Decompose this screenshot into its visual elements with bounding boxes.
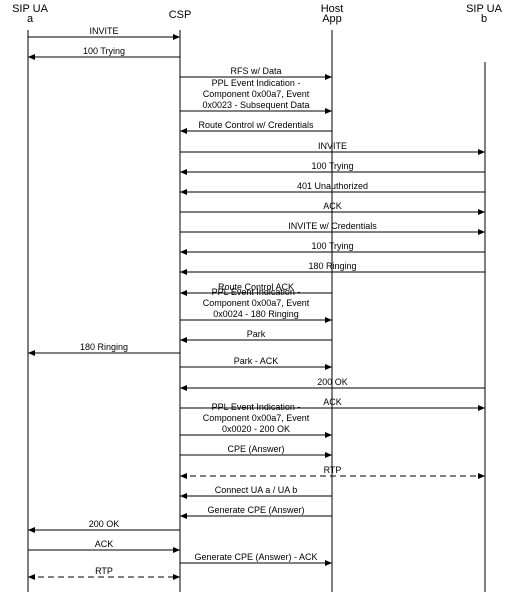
participant-label-csp: CSP <box>169 9 192 21</box>
message-label: 100 Trying <box>83 46 125 56</box>
message-label: Generate CPE (Answer) - ACK <box>194 552 317 562</box>
message: CPE (Answer) <box>180 444 332 458</box>
message: RFS w/ Data <box>180 66 332 80</box>
message-label: INVITE <box>89 26 118 36</box>
message: PPL Event Indication -Component 0x00a7, … <box>180 287 332 323</box>
message-label: 0x0024 - 180 Ringing <box>213 309 299 319</box>
message: ACK <box>28 539 180 553</box>
message: Connect UA a / UA b <box>180 485 332 499</box>
message: 180 Ringing <box>28 342 180 356</box>
message: INVITE <box>180 141 485 155</box>
participant-label-b: b <box>481 13 487 25</box>
message-label: Connect UA a / UA b <box>215 485 298 495</box>
message: PPL Event Indication -Component 0x00a7, … <box>180 78 332 114</box>
message: INVITE w/ Credentials <box>180 221 485 235</box>
message-label: CPE (Answer) <box>227 444 284 454</box>
message-label: Component 0x00a7, Event <box>203 298 310 308</box>
participant-label-host: Host <box>321 3 344 15</box>
message-label: 100 Trying <box>311 241 353 251</box>
message: Route Control w/ Credentials <box>180 120 332 134</box>
message-label: INVITE <box>318 141 347 151</box>
message-label: INVITE w/ Credentials <box>288 221 377 231</box>
message: Route Control ACK <box>180 282 332 296</box>
message-label: 0x0020 - 200 OK <box>222 424 290 434</box>
message: Generate CPE (Answer) - ACK <box>180 552 332 566</box>
message-label: 200 OK <box>317 377 348 387</box>
message-label: Park - ACK <box>234 356 279 366</box>
message: PPL Event Indication -Component 0x00a7, … <box>180 402 332 438</box>
message-label: Component 0x00a7, Event <box>203 89 310 99</box>
message-label: 0x0023 - Subsequent Data <box>202 100 309 110</box>
message-label: ACK <box>323 397 342 407</box>
message: 200 OK <box>28 519 180 533</box>
message: 180 Ringing <box>180 261 485 275</box>
message: 200 OK <box>180 377 485 391</box>
participant-label-a: SIP UA <box>12 3 49 15</box>
message-label: 180 Ringing <box>308 261 356 271</box>
message-label: PPL Event Indication - <box>212 402 301 412</box>
message: 401 Unauthorized <box>180 181 485 195</box>
message-label: ACK <box>323 201 342 211</box>
message-label: PPL Event Indication - <box>212 78 301 88</box>
message-label: Generate CPE (Answer) <box>207 505 304 515</box>
message-label: RFS w/ Data <box>230 66 281 76</box>
message: RTP <box>28 566 180 580</box>
message: Park - ACK <box>180 356 332 370</box>
message: 100 Trying <box>180 161 485 175</box>
message: Park <box>180 329 332 343</box>
message-label: PPL Event Indication - <box>212 287 301 297</box>
message-label: Component 0x00a7, Event <box>203 413 310 423</box>
message-label: 200 OK <box>89 519 120 529</box>
message: ACK <box>180 397 485 411</box>
participant-label-b: SIP UA <box>466 3 503 15</box>
message: 100 Trying <box>180 241 485 255</box>
message-label: Route Control w/ Credentials <box>198 120 314 130</box>
message-label: RTP <box>324 465 342 475</box>
message: 100 Trying <box>28 46 180 60</box>
message-label: 401 Unauthorized <box>297 181 368 191</box>
message-label: ACK <box>95 539 114 549</box>
participant-label-host: App <box>322 13 342 25</box>
message: Generate CPE (Answer) <box>180 505 332 519</box>
message-label: Route Control ACK <box>218 282 294 292</box>
message-label: Park <box>247 329 266 339</box>
message: ACK <box>180 201 485 215</box>
message-label: RTP <box>95 566 113 576</box>
message: INVITE <box>28 26 180 40</box>
message-label: 180 Ringing <box>80 342 128 352</box>
participant-label-a: a <box>27 13 34 25</box>
message: RTP <box>180 465 485 479</box>
message-label: 100 Trying <box>311 161 353 171</box>
